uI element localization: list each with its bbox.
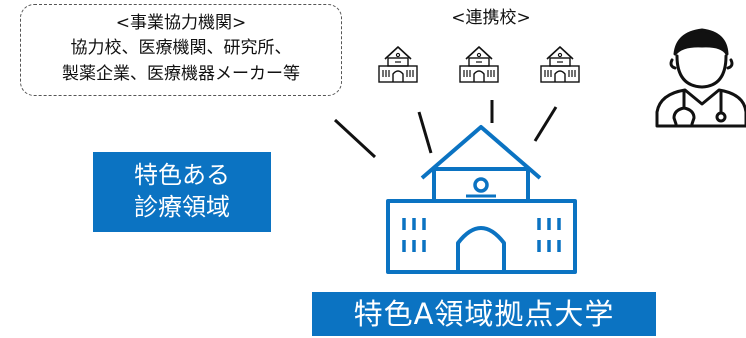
affiliated-schools-label: <連携校> <box>451 8 531 28</box>
school-building-icon <box>459 46 499 83</box>
specialty-area-line-2: 診療領域 <box>134 193 230 221</box>
partner-organizations-title: <事業協力機関> <box>115 13 247 33</box>
partner-organizations-line-2: 製薬企業、医療機器メーカー等 <box>62 64 300 84</box>
school-building-icon <box>540 46 580 83</box>
connector-line-school-3 <box>533 106 558 142</box>
partner-organizations-box: <事業協力機関> 協力校、医療機関、研究所、 製薬企業、医療機器メーカー等 <box>20 4 342 96</box>
connector-line-school-1 <box>417 111 433 154</box>
school-building-icon <box>378 46 418 83</box>
hub-university-label: 特色A領域拠点大学 <box>312 292 656 336</box>
connector-line-partners <box>333 118 377 159</box>
doctor-icon <box>655 28 746 128</box>
specialty-area-box: 特色ある 診療領域 <box>93 152 271 232</box>
specialty-area-line-1: 特色ある <box>134 161 230 189</box>
partner-organizations-line-1: 協力校、医療機関、研究所、 <box>70 38 292 58</box>
university-building-icon <box>386 125 577 274</box>
